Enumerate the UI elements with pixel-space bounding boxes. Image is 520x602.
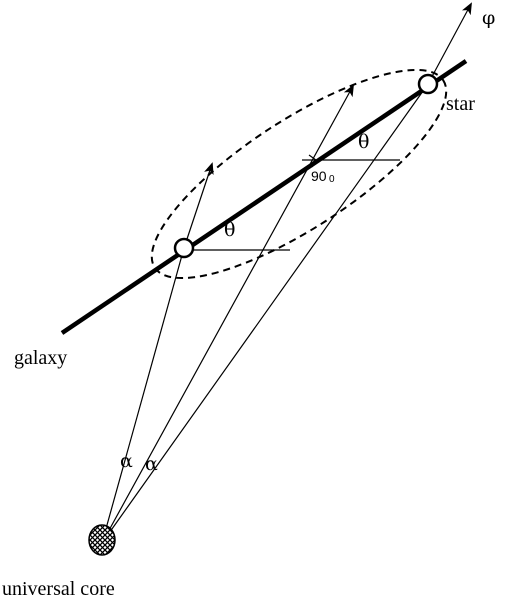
- theta-center-label: θ: [358, 131, 369, 153]
- right-star-velocity-arrow: [427, 2, 472, 85]
- orbit-ellipse: [150, 68, 448, 280]
- universal-core-marker: [88, 524, 116, 556]
- theta-left-label: θ: [224, 219, 235, 241]
- galaxy-axis-line: [60, 59, 468, 335]
- right-star-marker: [417, 73, 439, 95]
- left-star-marker: [173, 237, 195, 259]
- right-angle-degree-label: 0: [329, 174, 335, 185]
- galaxy-label: galaxy: [14, 347, 67, 369]
- right-angle-marker: [308, 154, 317, 168]
- alpha-left-label: α: [120, 450, 133, 472]
- star-label: star: [446, 93, 475, 115]
- core-to-left-star-ray: [101, 247, 185, 544]
- phi-label: φ: [482, 7, 495, 29]
- right-angle-value-label: 90: [311, 168, 327, 184]
- alpha-right-label: α: [145, 453, 158, 475]
- left-star-velocity-arrow: [183, 162, 214, 249]
- core-to-center-ray: [101, 84, 354, 544]
- universal-core-label: universal core: [2, 578, 115, 600]
